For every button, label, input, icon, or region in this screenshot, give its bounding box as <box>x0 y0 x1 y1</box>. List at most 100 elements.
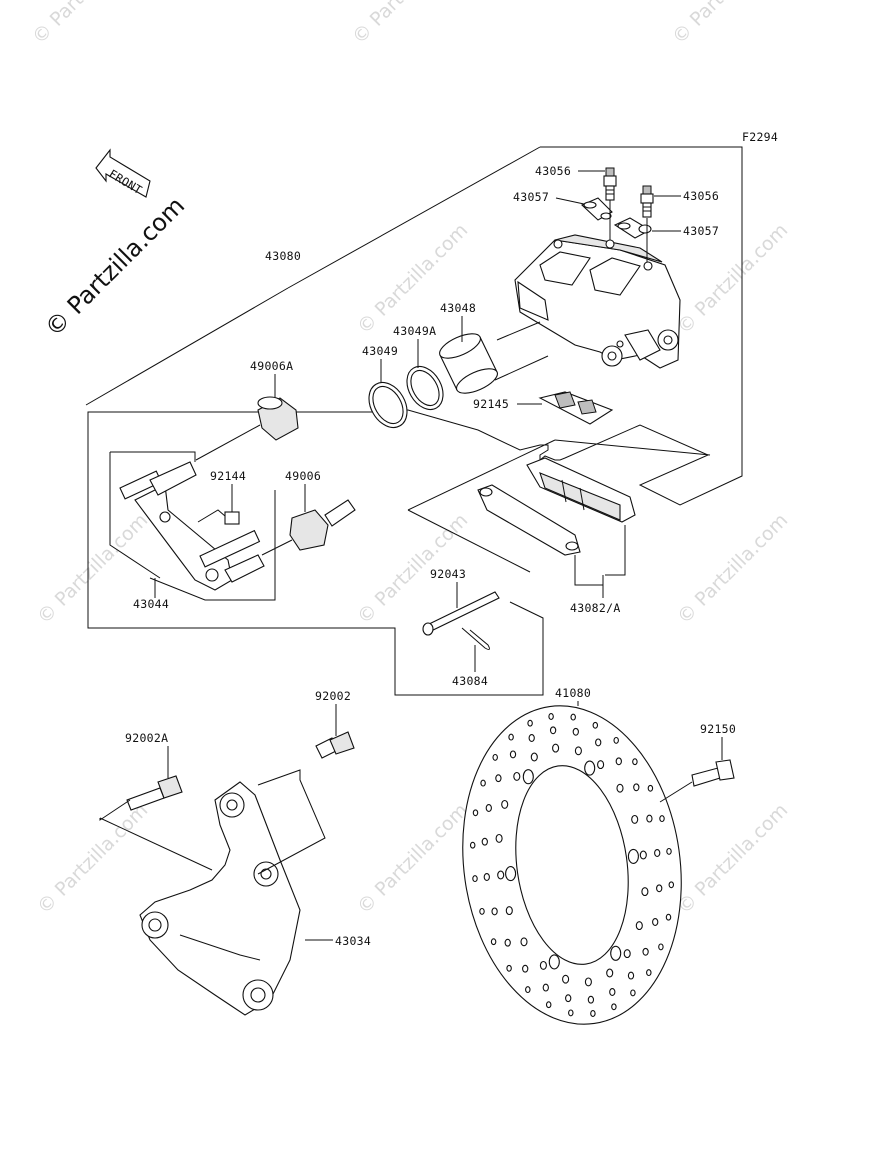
piston-43048 <box>439 333 498 394</box>
disc-hole <box>642 947 649 956</box>
disc-hole <box>639 850 647 860</box>
disc-hole <box>562 974 570 984</box>
watermark: © Partzilla.com <box>33 799 152 918</box>
bleed-hole <box>553 239 563 249</box>
disc-hole <box>491 907 498 916</box>
disc-hole <box>658 943 664 951</box>
disc-mount-hole <box>505 866 517 882</box>
label-43056-a: 43056 <box>535 164 571 178</box>
leader-43080 <box>287 146 541 289</box>
label-43048: 43048 <box>440 301 476 315</box>
label-43056-b: 43056 <box>683 189 719 203</box>
disc-hole <box>505 906 513 916</box>
disc-hole <box>497 870 505 880</box>
disc-hole <box>665 913 672 921</box>
disc-hole <box>520 937 528 947</box>
disc-hole <box>528 734 535 742</box>
diagram-code: F2294 <box>742 130 778 144</box>
disc-hole <box>646 814 653 823</box>
caliper-bracket-43044 <box>119 461 265 591</box>
disc-hole <box>542 983 549 992</box>
disc-hole <box>472 809 479 817</box>
bleed-valve-43056-a <box>603 167 617 201</box>
disc-hole <box>611 1003 617 1011</box>
disc-hole <box>647 784 654 792</box>
watermark: © Partzilla.com <box>348 0 467 49</box>
label-43080: 43080 <box>265 249 301 263</box>
bleed-cap-43057-a <box>581 197 613 221</box>
disc-hole <box>574 746 582 756</box>
bracket-43082 <box>605 525 626 576</box>
disc-hole <box>595 738 602 747</box>
disc-hole <box>631 814 639 824</box>
leader-92002-bracket <box>257 769 326 875</box>
disc-hole <box>565 994 572 1003</box>
disc-hole <box>568 1009 574 1017</box>
disc-hole <box>633 783 640 792</box>
label-43082A: 43082/A <box>570 601 621 615</box>
disc-hole <box>539 960 547 970</box>
disc-hole <box>509 750 517 759</box>
disc-hole <box>501 799 509 809</box>
disc-hole <box>472 875 478 883</box>
disc-hole <box>616 783 624 793</box>
disc-hole <box>635 921 643 931</box>
disc-hole <box>525 986 531 994</box>
disc-hole <box>481 837 488 846</box>
label-92145: 92145 <box>473 397 509 411</box>
disc-mount-hole <box>627 848 639 864</box>
seal-43049 <box>368 381 408 429</box>
disc-hole <box>656 884 663 893</box>
brake-pad-inner <box>477 484 581 556</box>
disc-hole <box>513 771 521 781</box>
label-92144: 92144 <box>210 469 246 483</box>
label-43057-a: 43057 <box>513 190 549 204</box>
disc-hole <box>609 988 616 996</box>
screw-92150 <box>691 759 735 787</box>
caliper-mount-43034 <box>139 781 301 1016</box>
label-92002A: 92002A <box>125 731 168 745</box>
bracket-43044-left <box>109 452 161 579</box>
seal-43049A <box>406 365 444 411</box>
label-92002: 92002 <box>315 689 351 703</box>
label-43044: 43044 <box>133 597 169 611</box>
bolt-92002 <box>315 731 355 759</box>
disc-hole <box>508 733 514 741</box>
disc-hole <box>492 753 498 761</box>
disc-hole <box>597 760 605 770</box>
pin-clip-43084 <box>461 627 490 650</box>
disc-hole <box>548 713 554 720</box>
disc-hole <box>485 804 492 812</box>
label-43084: 43084 <box>452 674 488 688</box>
label-43057-b: 43057 <box>683 224 719 238</box>
disc-hole <box>652 918 659 926</box>
disc-hole <box>590 1010 596 1017</box>
bracket-43044-top <box>110 451 196 462</box>
watermark: © Partzilla.com <box>673 509 792 628</box>
disc-mount-hole <box>548 954 560 970</box>
disc-mount-hole <box>610 945 622 961</box>
disc-mount-hole <box>584 760 596 776</box>
disc-hole <box>495 833 503 843</box>
bracket-43044-right <box>149 490 276 601</box>
disc-hole <box>545 1001 552 1009</box>
disc-hole <box>527 719 533 727</box>
disc-hole <box>606 968 614 978</box>
disc-hole <box>632 758 638 766</box>
brake-disc-41080 <box>462 705 682 1025</box>
bleed-valve-43056-b <box>640 185 654 218</box>
disc-hole <box>549 726 557 735</box>
disc-hole <box>646 969 652 977</box>
label-92043: 92043 <box>430 567 466 581</box>
pad-pin-92043 <box>422 591 500 636</box>
disc-hole <box>506 964 512 972</box>
label-43049: 43049 <box>362 344 398 358</box>
label-92150: 92150 <box>700 722 736 736</box>
label-41080: 41080 <box>555 686 591 700</box>
disc-hole <box>623 949 631 959</box>
disc-hole <box>469 841 476 849</box>
label-49006A: 49006A <box>250 359 293 373</box>
boot-49006A <box>257 396 299 441</box>
disc-hole <box>641 887 649 897</box>
disc-hole <box>659 815 665 823</box>
